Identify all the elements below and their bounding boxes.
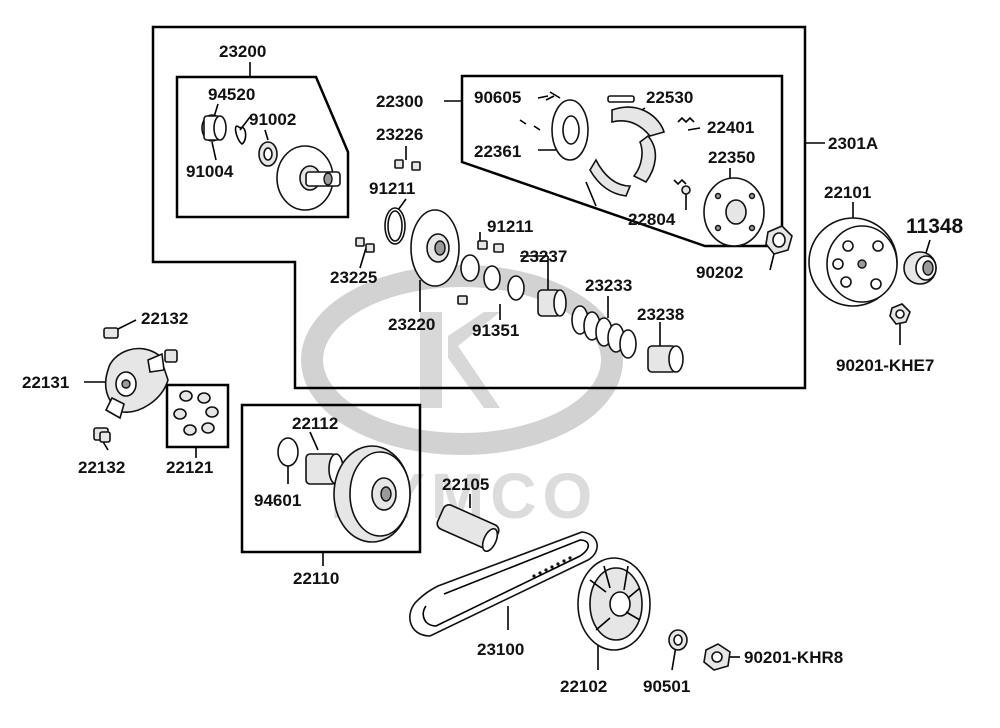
part-91351-oring [483,265,525,301]
label-23225: 23225 [330,268,377,287]
label-22350: 22350 [708,148,755,167]
assembly-22110-frame [240,403,422,554]
part-94601-oring [277,437,299,467]
part-94520-circlip [234,125,247,145]
part-22110-movable-drive-face [333,445,411,543]
label-22401: 22401 [707,118,754,137]
label-94520: 94520 [208,85,255,104]
label-94601: 94601 [254,491,301,510]
part-91211-oring-a [384,207,406,245]
part-22121-weight-rollers [173,390,219,436]
label-91211-b: 91211 [487,217,533,236]
part-90201-khr8-nut [703,643,731,671]
label-22101: 22101 [824,183,871,202]
part-23220-movable-face [410,209,460,287]
part-23233-spring [571,305,637,359]
label-22121: 22121 [166,458,213,477]
label-90201-khe7: 90201-KHE7 [836,356,934,375]
label-22132-b: 22132 [78,458,125,477]
label-23226: 23226 [376,125,423,144]
label-91002: 91002 [249,110,296,129]
label-23200: 23200 [219,42,266,61]
part-90202-nut [765,225,793,255]
part-23226-pin [394,159,421,171]
label-90605: 90605 [474,88,521,107]
part-91004-bearing [201,114,227,142]
part-23238-collar [647,345,684,373]
assembly-2301a-frame [151,25,807,390]
label-22110: 22110 [293,569,339,588]
part-22102-drive-face-fan [577,557,651,651]
label-22112: 22112 [292,414,338,433]
assembly-22300-frame [460,74,784,248]
label-22300: 22300 [376,92,423,111]
part-23225-pin [355,237,375,253]
part-22530-clutch-shoe [585,95,665,207]
label-90201-khr8: 90201-KHR8 [744,648,843,667]
label-22132-a: 22132 [141,309,188,328]
label-11348: 11348 [906,215,964,238]
label-22105: 22105 [442,475,489,494]
part-23200-driven-face [276,145,341,211]
part-11348-bearing [903,251,937,285]
part-22361-plate [551,99,589,161]
label-91351: 91351 [472,321,519,340]
part-91211-oring-b [457,240,504,305]
part-22105-collar [436,504,500,553]
label-23233: 23233 [585,276,632,295]
assembly-22121-frame [165,383,230,449]
label-90202: 90202 [696,263,743,282]
label-2301a: 2301A [828,134,878,153]
assembly-23200-frame [175,75,350,219]
label-23237: 23237 [520,247,567,266]
part-90201-khe7-nut [889,303,911,325]
part-22350-drive-plate [703,177,765,247]
part-23100-drive-belt [409,531,598,637]
part-22131-ramp-plate [104,347,169,420]
label-91004: 91004 [186,162,234,181]
part-number-labels: 23200 94520 91002 91004 22300 90605 2253… [22,42,964,696]
part-90605-clip [519,91,561,131]
label-90501: 90501 [643,677,690,696]
label-23100: 23100 [477,640,524,659]
label-23220: 23220 [388,315,435,334]
label-22131: 22131 [22,373,69,392]
part-22101-clutch-outer [808,217,898,307]
part-90501-washer [668,629,688,651]
label-23238: 23238 [637,305,684,324]
part-22132-slider-b [93,427,111,443]
part-91002-oil-seal [258,141,278,167]
part-22401-spring [673,116,695,195]
part-23237-collar [537,289,567,317]
label-22804: 22804 [628,210,676,229]
part-22132-slider-a [103,327,178,363]
label-91211-a: 91211 [369,179,415,198]
label-22102: 22102 [560,677,607,696]
label-22361: 22361 [474,142,521,161]
label-22530: 22530 [646,88,693,107]
